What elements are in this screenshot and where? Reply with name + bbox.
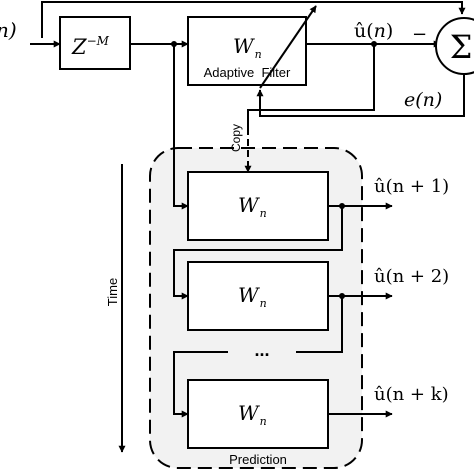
chain-wire-2b [173, 351, 228, 418]
adaptive-filter-label: Adaptive Filter [204, 65, 291, 80]
prediction-filter-k [187, 379, 329, 449]
copy-label: Copy [229, 124, 243, 152]
input-signal-label: n) [0, 18, 17, 42]
delay-block [59, 16, 131, 70]
prediction-filter-1-weight: Wn [238, 193, 267, 220]
adaptation-arrow [259, 5, 317, 89]
error-wire [256, 74, 465, 117]
prediction-label: Prediction [229, 452, 287, 467]
chain-wire-1 [173, 206, 343, 300]
error-label: e(n) [404, 89, 442, 111]
feedback-top-wire [41, 1, 466, 38]
copy-source-wire [247, 44, 375, 130]
time-label: Time [105, 278, 120, 306]
adaptive-filter-weight: Wn [233, 34, 262, 61]
prediction-filter-2-weight: Wn [238, 283, 267, 310]
prediction-output-k-label: û(n + k) [374, 384, 449, 405]
chain-wire-2a [296, 296, 343, 353]
prediction-output-2-label: û(n + 2) [374, 266, 449, 287]
summer-symbol: Σ [450, 28, 473, 66]
minus-sign: − [412, 24, 427, 45]
prediction-filter-k-weight: Wn [238, 401, 267, 428]
input-branch-wire [173, 96, 189, 210]
ellipsis-label: ... [254, 340, 269, 360]
delay-label: Z−M [71, 34, 110, 59]
prediction-output-1-label: û(n + 1) [374, 176, 449, 197]
estimate-label: û(n) [354, 20, 393, 42]
